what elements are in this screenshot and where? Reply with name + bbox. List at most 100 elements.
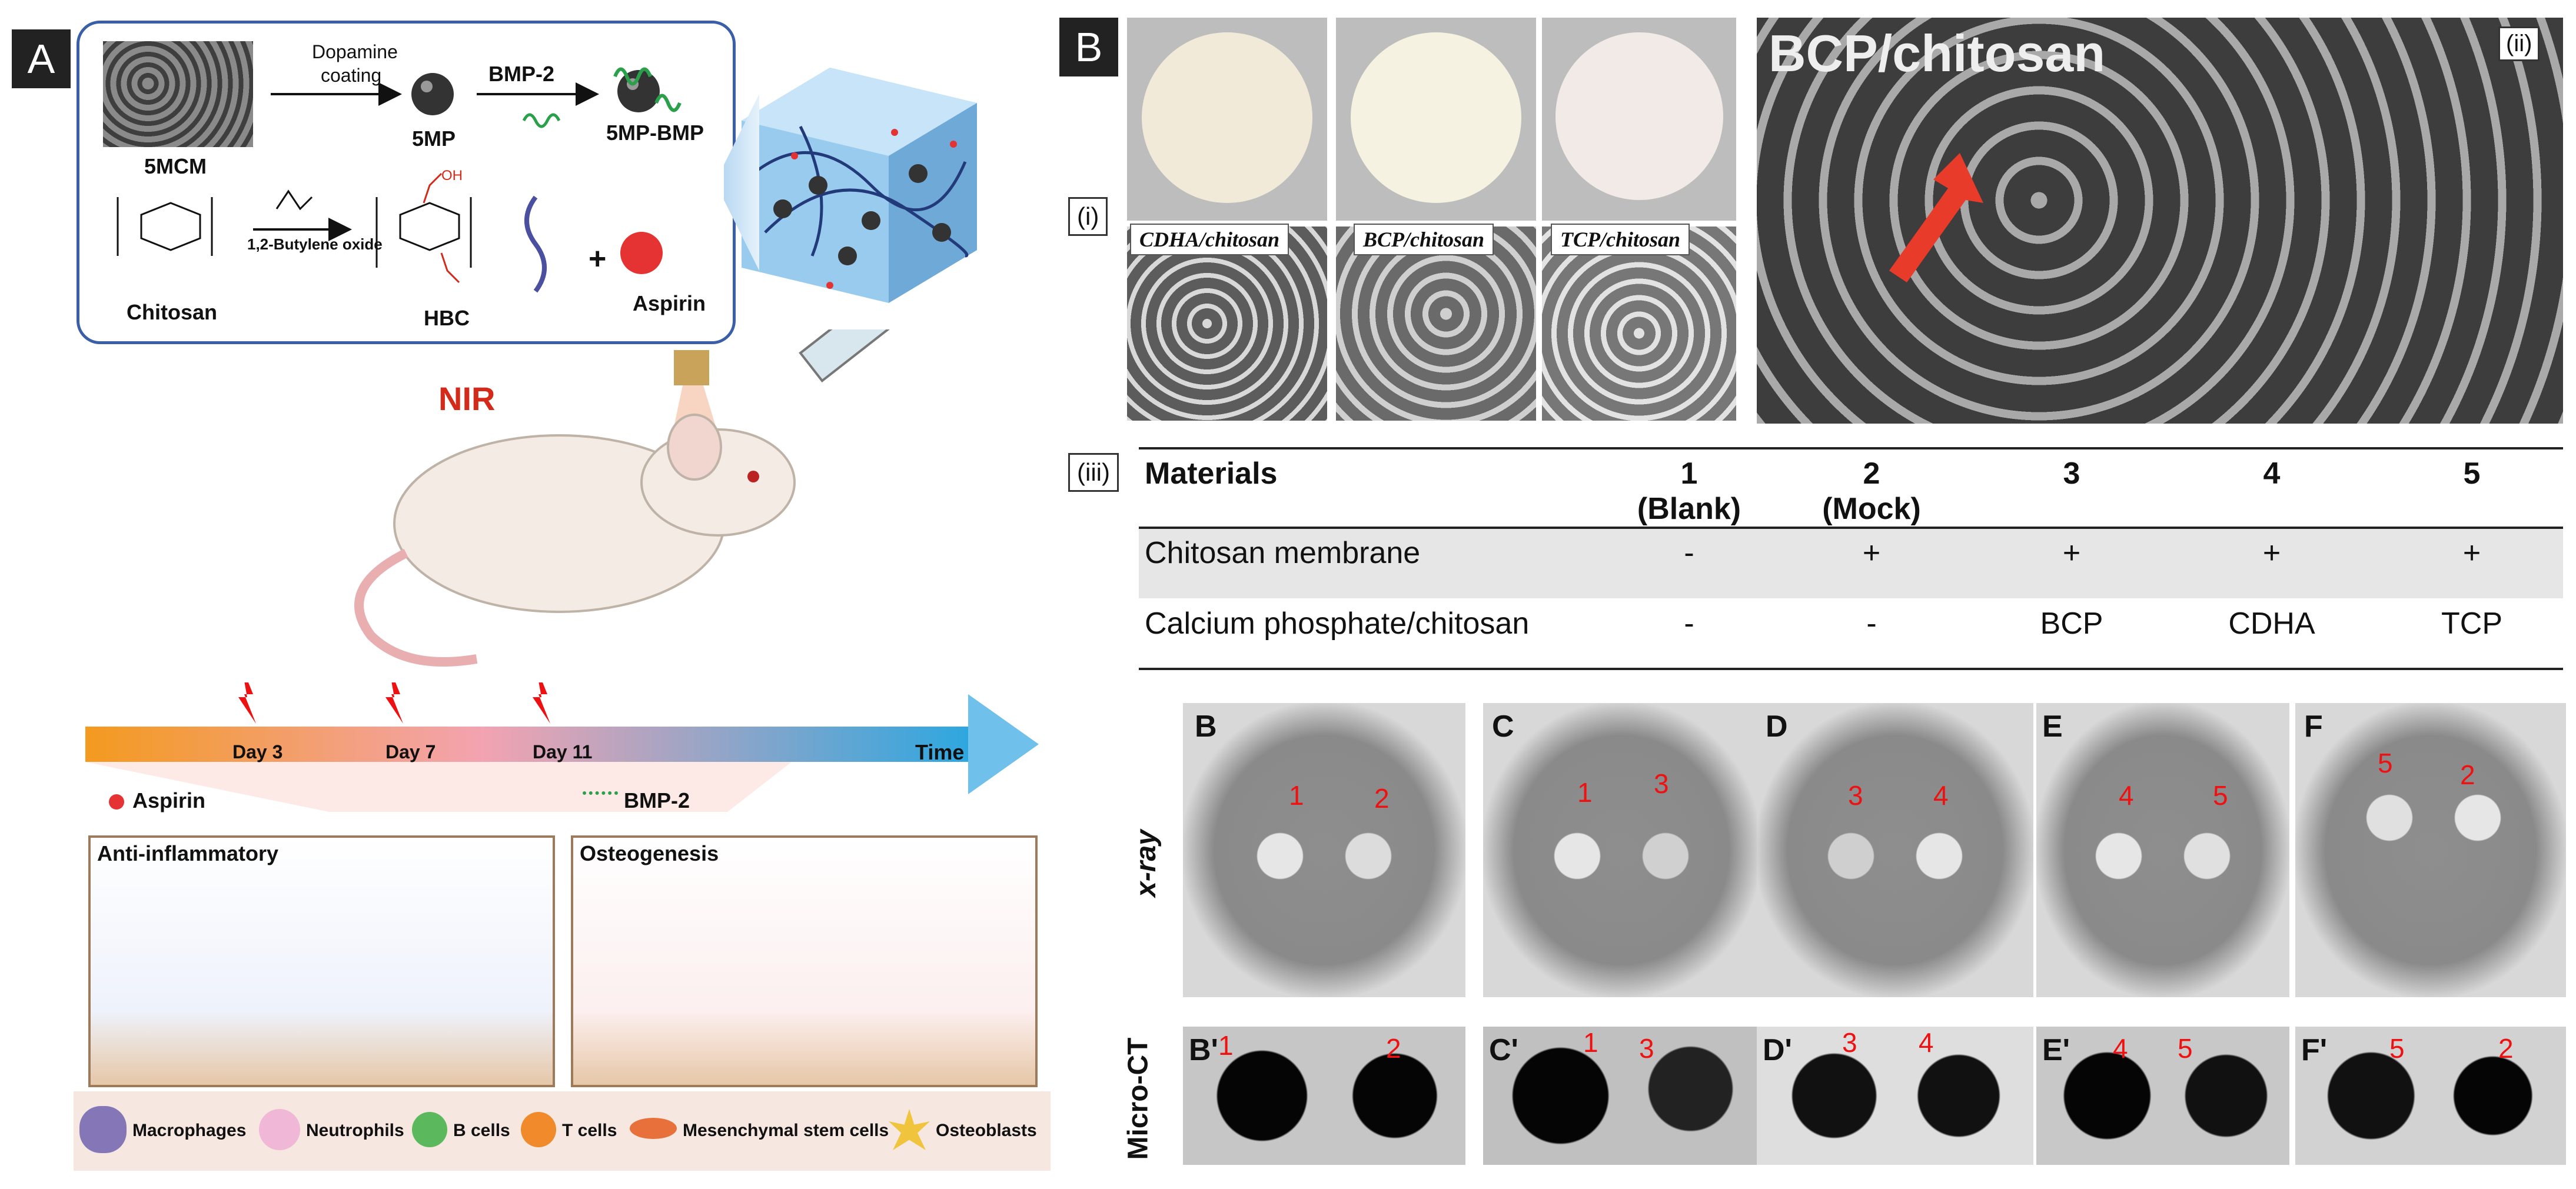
sem-5mcm-image (103, 41, 253, 147)
col-3-num: 3 (2063, 457, 2080, 491)
ct-b-right: 2 (1386, 1033, 1401, 1064)
table-top-rule (1139, 447, 2563, 449)
ct-letter-d: D' (1763, 1033, 1792, 1067)
panel-a-label: A (12, 29, 71, 88)
sem-cdha (1127, 227, 1327, 421)
disk-photo-bcp (1336, 18, 1536, 221)
label-butylene-oxide: 1,2-Butylene oxide (247, 235, 383, 253)
ct-b-left: 1 (1218, 1030, 1234, 1061)
label-coating: coating (321, 65, 382, 86)
xray-c-left: 1 (1577, 777, 1593, 808)
col-4-num: 4 (2263, 457, 2281, 491)
xray-defects-f (2360, 788, 2507, 847)
legend-b-cells: B cells (453, 1121, 510, 1140)
xray-c-right: 3 (1654, 768, 1669, 799)
sem-tcp (1542, 227, 1736, 421)
sem-label-bcp: BCP/chitosan (1354, 224, 1494, 255)
xray-f-left: 5 (2378, 748, 2393, 778)
sem-label-tcp: TCP/chitosan (1551, 224, 1690, 255)
row-1-cell-1: - (1684, 536, 1694, 570)
ct-panel-f (2295, 1027, 2566, 1165)
timeline-day11: Day 11 (533, 741, 593, 762)
ct-c-left: 1 (1583, 1027, 1598, 1058)
timeline-bar (85, 682, 1039, 812)
xray-defects-d (1822, 827, 1969, 885)
row-1-label: Chitosan membrane (1145, 536, 1421, 570)
row-2-cell-5: TCP (2441, 607, 2502, 641)
row-1-cell-5: + (2462, 536, 2481, 570)
xray-d-right: 4 (1933, 780, 1949, 811)
big-sem-title: BCP/chitosan (1769, 24, 2106, 82)
label-5mcm: 5MCM (144, 154, 207, 178)
label-dopamine: Dopamine (312, 41, 398, 62)
row-2-label: Calcium phosphate/chitosan (1145, 607, 1530, 641)
ct-panel-b (1183, 1027, 1465, 1165)
disk-photo-tcp (1542, 18, 1736, 221)
label-nir: NIR (438, 380, 496, 417)
label-oh: OH (441, 168, 463, 184)
ct-d-left: 3 (1842, 1027, 1857, 1058)
col-1-sub: (Blank) (1637, 492, 1741, 526)
col-5-num: 5 (2463, 457, 2481, 491)
xray-letter-b: B (1195, 710, 1217, 744)
table-bottom-rule (1139, 668, 2563, 670)
xray-letter-d: D (1766, 710, 1788, 744)
aspirin-dot-icon (109, 794, 124, 810)
anti-inflammatory-box (88, 835, 555, 1087)
ct-e-left: 4 (2113, 1033, 2128, 1064)
osteogenesis-box (571, 835, 1038, 1087)
t-cell-icon (521, 1112, 556, 1147)
ct-panel-c (1483, 1027, 1760, 1165)
macrophage-icon (79, 1106, 127, 1153)
sem-bcp-large (1757, 18, 2563, 424)
sem-label-cdha: CDHA/chitosan (1130, 224, 1289, 255)
label-5mp: 5MP (412, 126, 456, 151)
release-aspirin: Aspirin (132, 788, 206, 812)
ct-letter-f: F' (2301, 1033, 2328, 1067)
xray-letter-f: F (2304, 710, 2323, 744)
timeline-time: Time (915, 740, 965, 764)
ct-d-right: 4 (1919, 1027, 1934, 1058)
xray-d-left: 3 (1848, 780, 1863, 811)
timeline-day3: Day 3 (232, 741, 283, 762)
xray-e-right: 5 (2213, 780, 2228, 811)
legend-msc: Mesenchymal stem cells (683, 1121, 889, 1140)
release-bmp: BMP-2 (624, 788, 690, 812)
ct-letter-c: C' (1489, 1033, 1518, 1067)
red-arrow-icon (1889, 153, 1983, 282)
xray-b-right: 2 (1374, 783, 1390, 814)
row-1-cell-2: + (1862, 536, 1881, 570)
ct-c-right: 3 (1639, 1033, 1654, 1064)
box-osteogenesis: Osteogenesis (580, 841, 719, 865)
label-chitosan: Chitosan (127, 300, 218, 324)
hydrogel-cube (742, 68, 977, 303)
xray-defects-c (1548, 827, 1695, 885)
table-band (1139, 529, 2563, 598)
legend-neutrophils: Neutrophils (306, 1121, 404, 1140)
xray-letter-e: E (2042, 710, 2063, 744)
label-aspirin: Aspirin (633, 291, 706, 315)
row-label-xray: x-ray (1130, 830, 1162, 897)
panel-b-label: B (1059, 18, 1118, 76)
ct-f-right: 2 (2498, 1033, 2514, 1064)
sub-label-ii: (ii) (2498, 26, 2540, 61)
xray-defects-e (2089, 827, 2236, 885)
sem-bcp (1336, 227, 1536, 421)
b-cell-icon (412, 1112, 447, 1147)
col-1-num: 1 (1680, 457, 1698, 491)
bmp-coil-icon (583, 791, 618, 810)
table-header-rule (1139, 527, 2563, 529)
xray-b-left: 1 (1289, 780, 1304, 811)
legend-band (74, 1091, 1051, 1171)
label-bmp-arrow: BMP-2 (488, 62, 555, 86)
col-2-num: 2 (1863, 457, 1880, 491)
row-2-cell-2: - (1866, 607, 1877, 641)
row-1-cell-4: + (2262, 536, 2281, 570)
disk-photo-cdha (1127, 18, 1327, 221)
col-2-sub: (Mock) (1822, 492, 1921, 526)
legend-t-cells: T cells (562, 1121, 617, 1140)
mouse-illustration (354, 329, 918, 667)
neutrophil-icon (259, 1109, 300, 1150)
ct-letter-b: B' (1189, 1033, 1218, 1067)
table-header-materials: Materials (1145, 457, 1278, 491)
